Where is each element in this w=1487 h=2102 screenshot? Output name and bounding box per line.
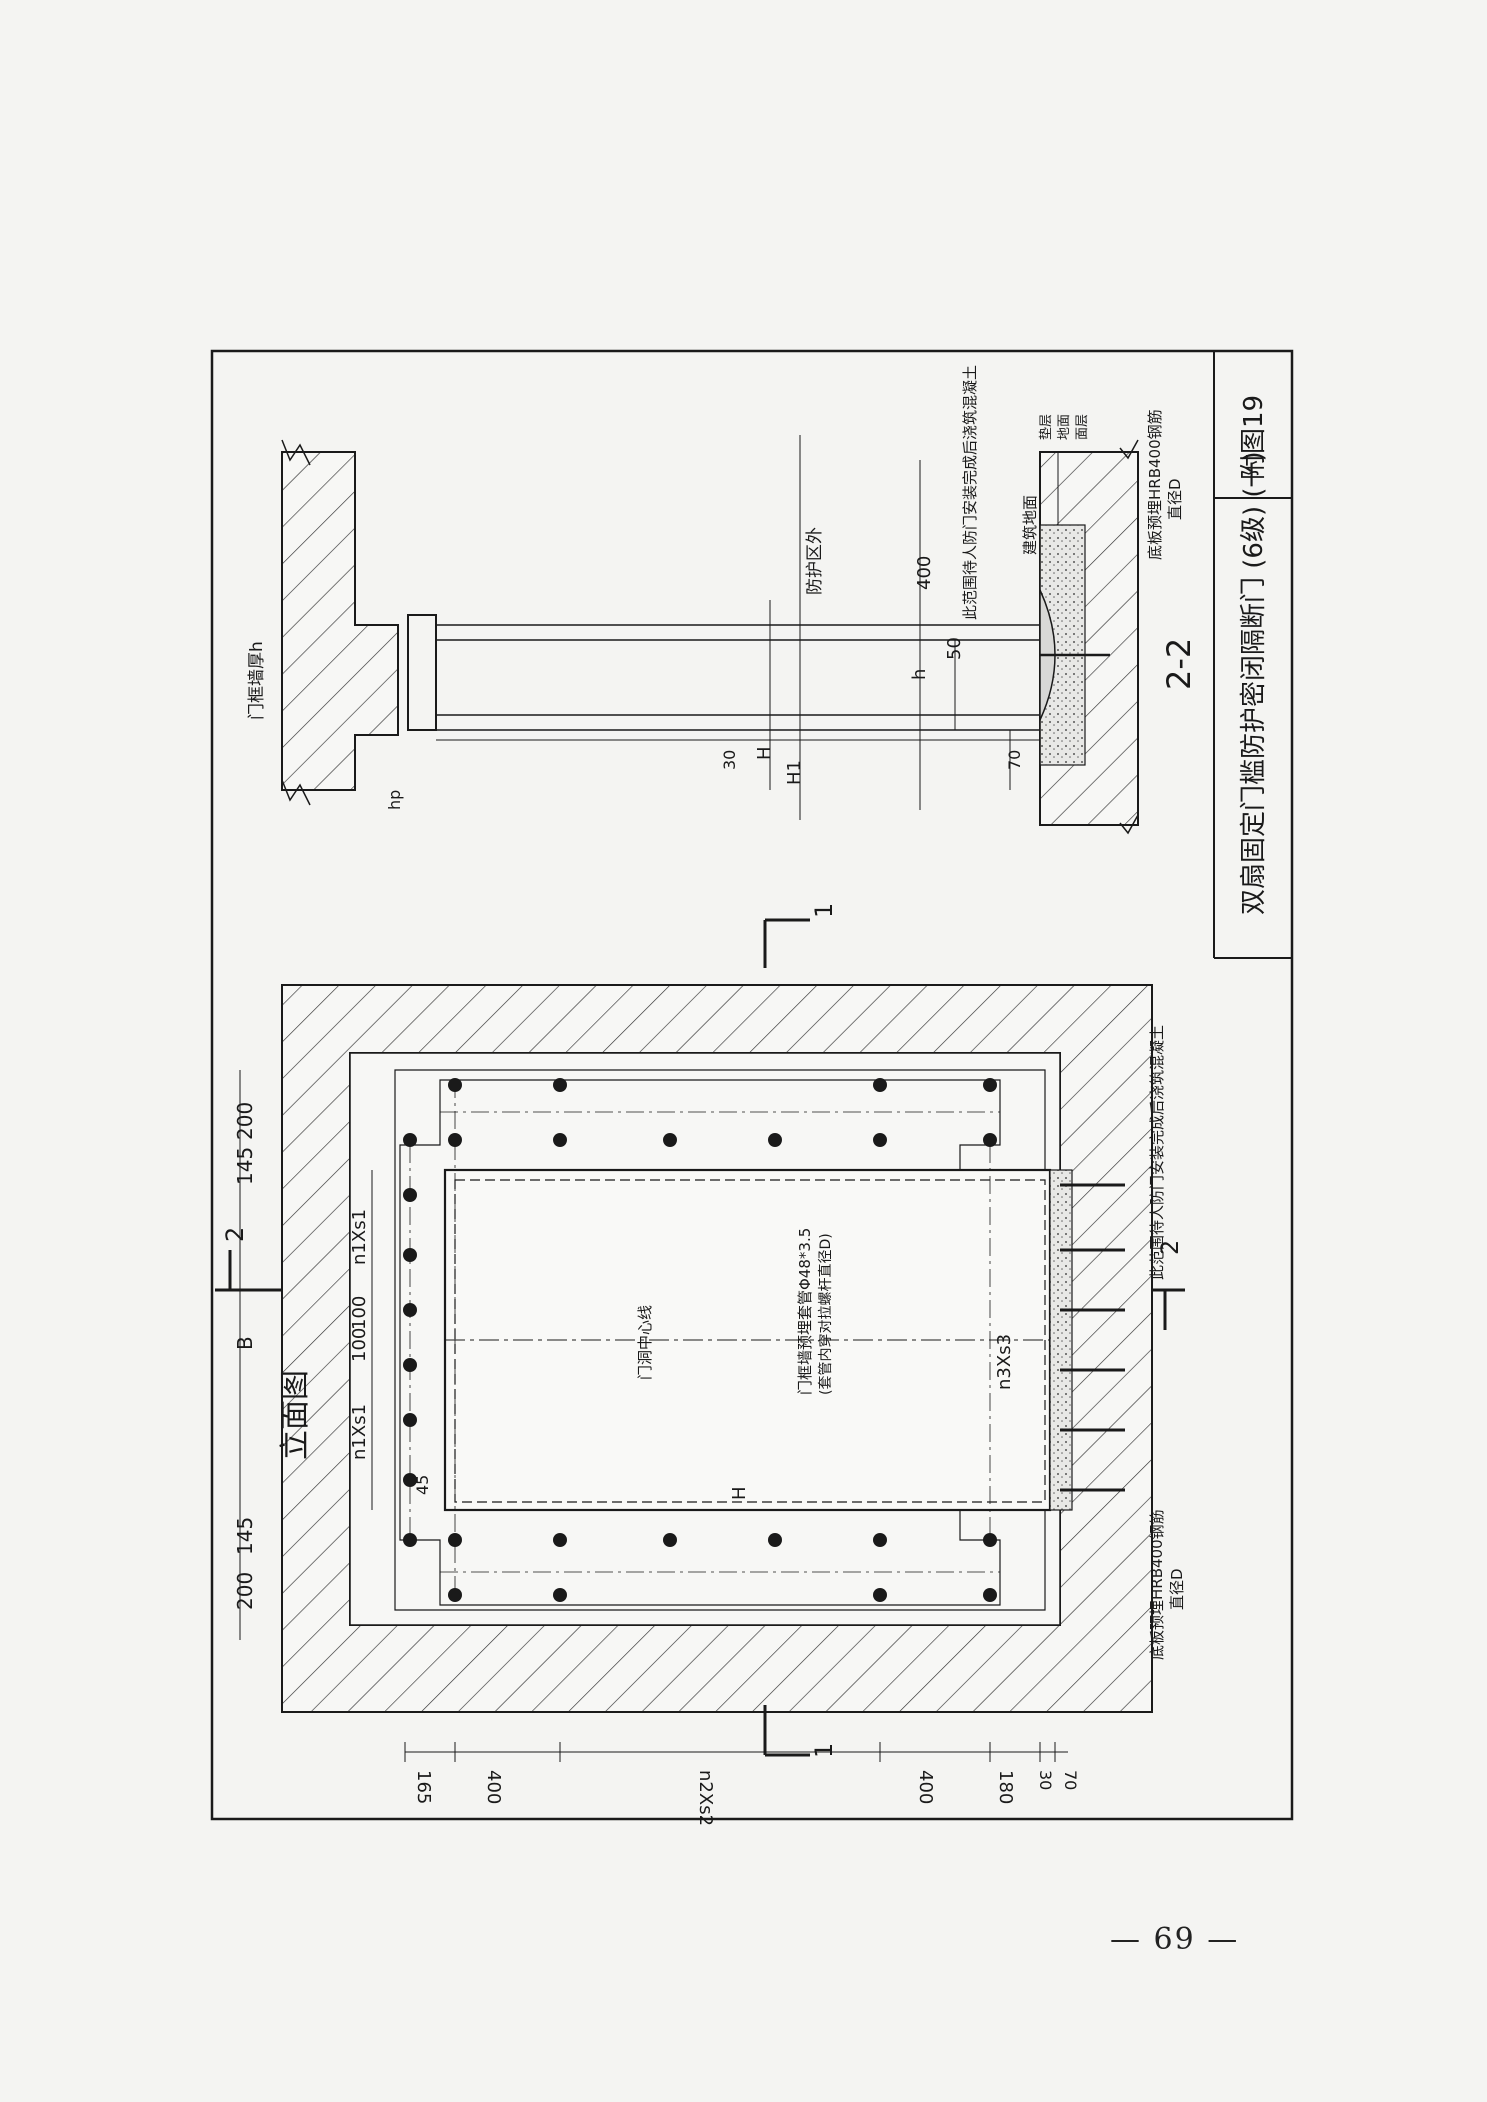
cover-label-0: 垫层 xyxy=(1038,414,1054,440)
dim-50: 50 xyxy=(944,637,965,660)
dim-30-left: 30 xyxy=(1036,1770,1055,1790)
dim-n1s1-a: n1Xs1 xyxy=(349,1209,370,1265)
section-caption: 2-2 xyxy=(1160,638,1198,690)
dim-30-section: 30 xyxy=(720,750,739,770)
figure-number: 附图19 xyxy=(1239,395,1269,480)
concrete-note-elev: 此范围待人防门安装完成后浇筑混凝土 xyxy=(1148,1025,1166,1280)
dim-200-top: 200 xyxy=(233,1102,257,1140)
floor-label: 建筑地面 xyxy=(1021,495,1039,555)
cover-label-1: 地面 xyxy=(1057,414,1072,440)
dim-n3s3: n3Xs3 xyxy=(994,1334,1015,1390)
elevation-caption: 立面图 xyxy=(278,1370,313,1460)
wall-thickness-label: 门框墙厚h xyxy=(247,641,267,720)
rebar-note-elev-0: 底板预埋HRB400钢筋 xyxy=(1148,1509,1166,1660)
section-2-2: 门框墙厚h 防护区外 400 50 h H H1 30 70 hp 此范围待人防… xyxy=(247,365,1198,835)
dim-h: h xyxy=(909,669,930,680)
section-mark-2-left: 2 xyxy=(221,1227,249,1242)
sleeve-note-1: (套管内穿对拉螺杆直径D) xyxy=(817,1233,834,1395)
dim-145-bottom: 145 xyxy=(233,1517,257,1555)
dim-165: 165 xyxy=(413,1770,434,1804)
dim-70-section: 70 xyxy=(1005,750,1024,770)
concrete-note-section: 此范围待人防门安装完成后浇筑混凝土 xyxy=(961,365,979,620)
page-number: — 69 — xyxy=(1110,1922,1240,1957)
dim-145-top: 145 xyxy=(233,1147,257,1185)
dim-400-right: 400 xyxy=(915,1770,936,1804)
protect-outside-label: 防护区外 xyxy=(805,527,825,595)
section-wall-top xyxy=(281,451,399,791)
dim-400-left: 400 xyxy=(483,1770,504,1804)
dim-H1: H1 xyxy=(784,760,805,785)
sleeve-dots xyxy=(403,1078,997,1602)
rebar-note-section-0: 底板预埋HRB400钢筋 xyxy=(1146,409,1164,560)
dim-200-bottom: 200 xyxy=(233,1572,257,1610)
door-frame-bolts xyxy=(407,614,437,731)
dim-H-section: H xyxy=(754,746,775,760)
dim-n1s1-b: n1Xs1 xyxy=(349,1404,370,1460)
sleeve-note-0: 门框墙预埋套管Φ48*3.5 xyxy=(796,1228,814,1395)
dim-100-a: 100 xyxy=(349,1296,370,1330)
rebar-note-elev-1: 直径D xyxy=(1168,1568,1186,1610)
dim-100-b: 100 xyxy=(349,1328,370,1362)
dim-n2s2: n2Xs2 xyxy=(695,1770,716,1826)
rebar-note-section-1: 直径D xyxy=(1166,478,1184,520)
anchor-bars xyxy=(1060,1183,1125,1492)
section-mark-1-bottom: 1 xyxy=(810,1743,838,1758)
cover-label-2: 面层 xyxy=(1075,414,1090,440)
dim-H-elev: H xyxy=(729,1486,750,1500)
dim-45: 45 xyxy=(413,1475,432,1495)
center-line-label: 门洞中心线 xyxy=(636,1305,654,1380)
drawing-title: 双扇固定门槛防护密闭隔断门 (6级) (一) xyxy=(1239,451,1269,915)
section-mark-2-right: 2 xyxy=(1156,1240,1184,1255)
dim-180: 180 xyxy=(995,1770,1016,1804)
dim-400: 400 xyxy=(914,556,935,590)
dim-hp: hp xyxy=(385,790,404,810)
elevation-view: 1 1 2 2 200 145 B 145 200 n1Xs1 100 100 … xyxy=(215,903,1186,1826)
drawing-frame xyxy=(210,349,1294,1821)
threshold-post-cast xyxy=(1049,1169,1073,1511)
title-block: 双扇固定门槛防护密闭隔断门 (6级) (一) 附图19 xyxy=(1213,351,1292,959)
dim-70-left: 70 xyxy=(1061,1770,1080,1790)
section-mark-1-top: 1 xyxy=(810,903,838,918)
dim-B: B xyxy=(233,1336,257,1350)
